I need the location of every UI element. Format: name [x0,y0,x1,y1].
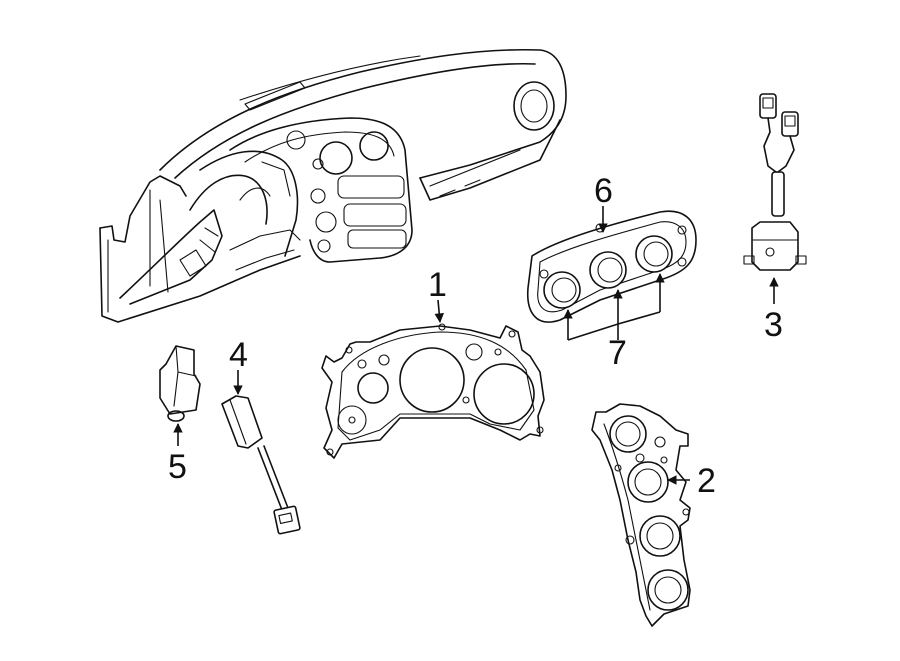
callout-2: 2 [697,462,716,500]
small-switch [159,345,201,422]
instrument-cluster [321,323,545,459]
leader-7 [563,273,665,341]
dashboard-panel [99,48,567,323]
callout-1: 1 [428,266,447,304]
leader-1 [434,299,444,323]
sensor-with-lead [221,395,301,535]
callout-7: 7 [608,334,627,372]
control-knobs [543,235,673,309]
callout-4: 4 [229,336,248,374]
callout-6: 6 [594,172,613,210]
cluster-bezel [591,403,691,627]
callout-5: 5 [168,448,187,486]
leader-lines [173,206,779,485]
callout-3: 3 [764,306,783,344]
switch-with-harness [743,93,807,271]
callout-labels: 1 2 3 4 5 6 7 [168,172,783,500]
